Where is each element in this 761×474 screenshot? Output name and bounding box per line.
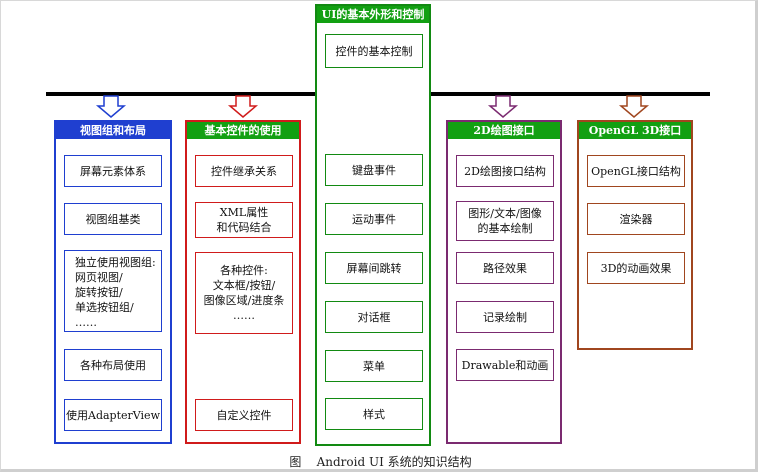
group-opengl-3d: OpenGL 3D接口 OpenGL接口结构 渲染器 3D的动画效果 xyxy=(577,120,693,350)
node-screen-jump: 屏幕间跳转 xyxy=(325,252,423,284)
node-screen-element: 屏幕元素体系 xyxy=(64,155,162,187)
group-title: OpenGL 3D接口 xyxy=(579,122,691,139)
group-title: 2D绘图接口 xyxy=(448,122,560,139)
node-control-inheritance: 控件继承关系 xyxy=(195,155,293,187)
node-standalone-viewgroup: 独立使用视图组: 网页视图/ 旋转按钮/ 单选按钮组/ …… xyxy=(64,250,162,332)
group-basic-controls: 基本控件的使用 控件继承关系 XML属性 和代码结合 各种控件: 文本框/按钮/… xyxy=(185,120,301,444)
figure-caption: 图 Android UI 系统的知识结构 xyxy=(289,455,472,469)
node-menu: 菜单 xyxy=(325,350,423,382)
group-ui-control: UI的基本外形和控制 控件的基本控制 键盘事件 运动事件 屏幕间跳转 对话框 菜… xyxy=(315,4,431,446)
node-style: 样式 xyxy=(325,398,423,430)
node-various-controls: 各种控件: 文本框/按钮/ 图像区域/进度条 …… xyxy=(195,252,293,334)
node-custom-control: 自定义控件 xyxy=(195,399,293,431)
node-path-effect: 路径效果 xyxy=(456,252,554,284)
node-2d-structure: 2D绘图接口结构 xyxy=(456,155,554,187)
node-basic-control: 控件的基本控制 xyxy=(325,34,423,68)
group-title: 基本控件的使用 xyxy=(187,122,299,139)
node-record-drawing: 记录绘制 xyxy=(456,301,554,333)
node-renderer: 渲染器 xyxy=(587,203,685,235)
node-key-event: 键盘事件 xyxy=(325,154,423,186)
node-layout-usage: 各种布局使用 xyxy=(64,349,162,381)
node-drawable-animation: Drawable和动画 xyxy=(456,349,554,381)
node-dialog: 对话框 xyxy=(325,301,423,333)
node-adapterview: 使用AdapterView xyxy=(64,399,162,431)
node-viewgroup-base: 视图组基类 xyxy=(64,203,162,235)
node-3d-animation: 3D的动画效果 xyxy=(587,252,685,284)
node-xml-attributes: XML属性 和代码结合 xyxy=(195,202,293,238)
group-title: 视图组和布局 xyxy=(56,122,170,139)
group-title: UI的基本外形和控制 xyxy=(317,6,429,23)
node-basic-drawing: 图形/文本/图像 的基本绘制 xyxy=(456,201,554,241)
group-view-layout: 视图组和布局 屏幕元素体系 视图组基类 独立使用视图组: 网页视图/ 旋转按钮/… xyxy=(54,120,172,444)
group-2d-drawing: 2D绘图接口 2D绘图接口结构 图形/文本/图像 的基本绘制 路径效果 记录绘制… xyxy=(446,120,562,444)
node-motion-event: 运动事件 xyxy=(325,203,423,235)
node-opengl-structure: OpenGL接口结构 xyxy=(587,155,685,187)
